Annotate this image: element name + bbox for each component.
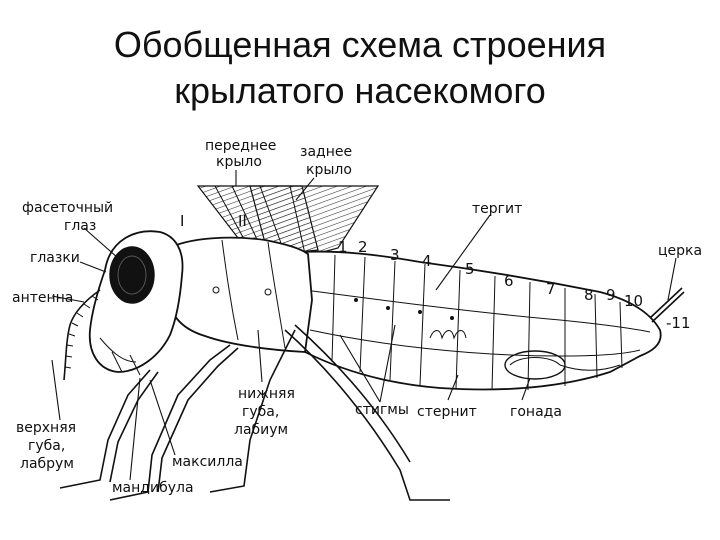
label-labium-2: губа, xyxy=(242,404,279,420)
gonad-shape xyxy=(504,350,566,380)
label-sternite: стернит xyxy=(417,404,477,420)
label-labrum-3: лабрум xyxy=(20,456,74,472)
labels: переднее крыло заднее крыло фасеточный г… xyxy=(12,138,702,496)
label-hindwing-2: крыло xyxy=(306,162,352,178)
cercus-shape xyxy=(649,287,685,323)
label-antenna: антенна xyxy=(12,290,73,306)
label-compound-eye-2: глаз xyxy=(64,218,96,234)
segment-abdomen-10: 10 xyxy=(624,292,643,310)
label-hindwing-1: заднее xyxy=(300,144,352,160)
segment-thorax-1: I xyxy=(180,212,184,230)
front-leg xyxy=(59,369,151,489)
label-labrum-1: верхняя xyxy=(16,420,76,436)
label-forewing-2: крыло xyxy=(216,154,262,170)
label-labrum-2: губа, xyxy=(28,438,65,454)
segment-abdomen-4: 4 xyxy=(422,252,432,270)
page-title: Обобщенная схема строения крылатого насе… xyxy=(0,22,720,114)
segment-abdomen-2: 2 xyxy=(358,238,368,256)
segment-abdomen-5: 5 xyxy=(465,260,475,278)
label-labium-3: лабиум xyxy=(234,422,288,438)
antenna xyxy=(63,289,101,381)
label-gonad: гонада xyxy=(510,404,562,420)
thorax xyxy=(164,236,313,353)
segment-abdomen-3: 3 xyxy=(390,246,400,264)
segment-numbers: I II 1 2 3 4 5 6 7 8 9 10 -11 xyxy=(180,212,691,332)
label-mandible: мандибула xyxy=(112,480,194,496)
segment-abdomen-7: 7 xyxy=(546,280,556,298)
label-maxilla: максилла xyxy=(172,454,243,470)
leader-lines xyxy=(51,170,677,481)
insect-body xyxy=(59,230,685,501)
segment-abdomen-1: 1 xyxy=(338,238,348,256)
compound-eye xyxy=(109,246,155,304)
segment-abdomen-6: 6 xyxy=(504,272,514,290)
title-line-2: крылатого насекомого xyxy=(174,70,546,111)
label-labium-1: нижняя xyxy=(238,386,295,402)
label-stigmata: стигмы xyxy=(355,402,409,418)
label-tergite: тергит xyxy=(472,201,522,217)
segment-thorax-2: II xyxy=(238,212,247,230)
segment-abdomen-9: 9 xyxy=(606,286,616,304)
segment-abdomen-8: 8 xyxy=(584,286,594,304)
hind-leg xyxy=(284,329,450,501)
label-compound-eye-1: фасеточный xyxy=(22,200,113,216)
label-ocelli: глазки xyxy=(30,250,80,266)
title-line-1: Обобщенная схема строения xyxy=(113,24,607,65)
segment-abdomen-11: -11 xyxy=(666,314,691,332)
abdomen xyxy=(299,250,662,391)
label-cercus: церка xyxy=(658,243,702,259)
label-forewing-1: переднее xyxy=(205,138,276,154)
